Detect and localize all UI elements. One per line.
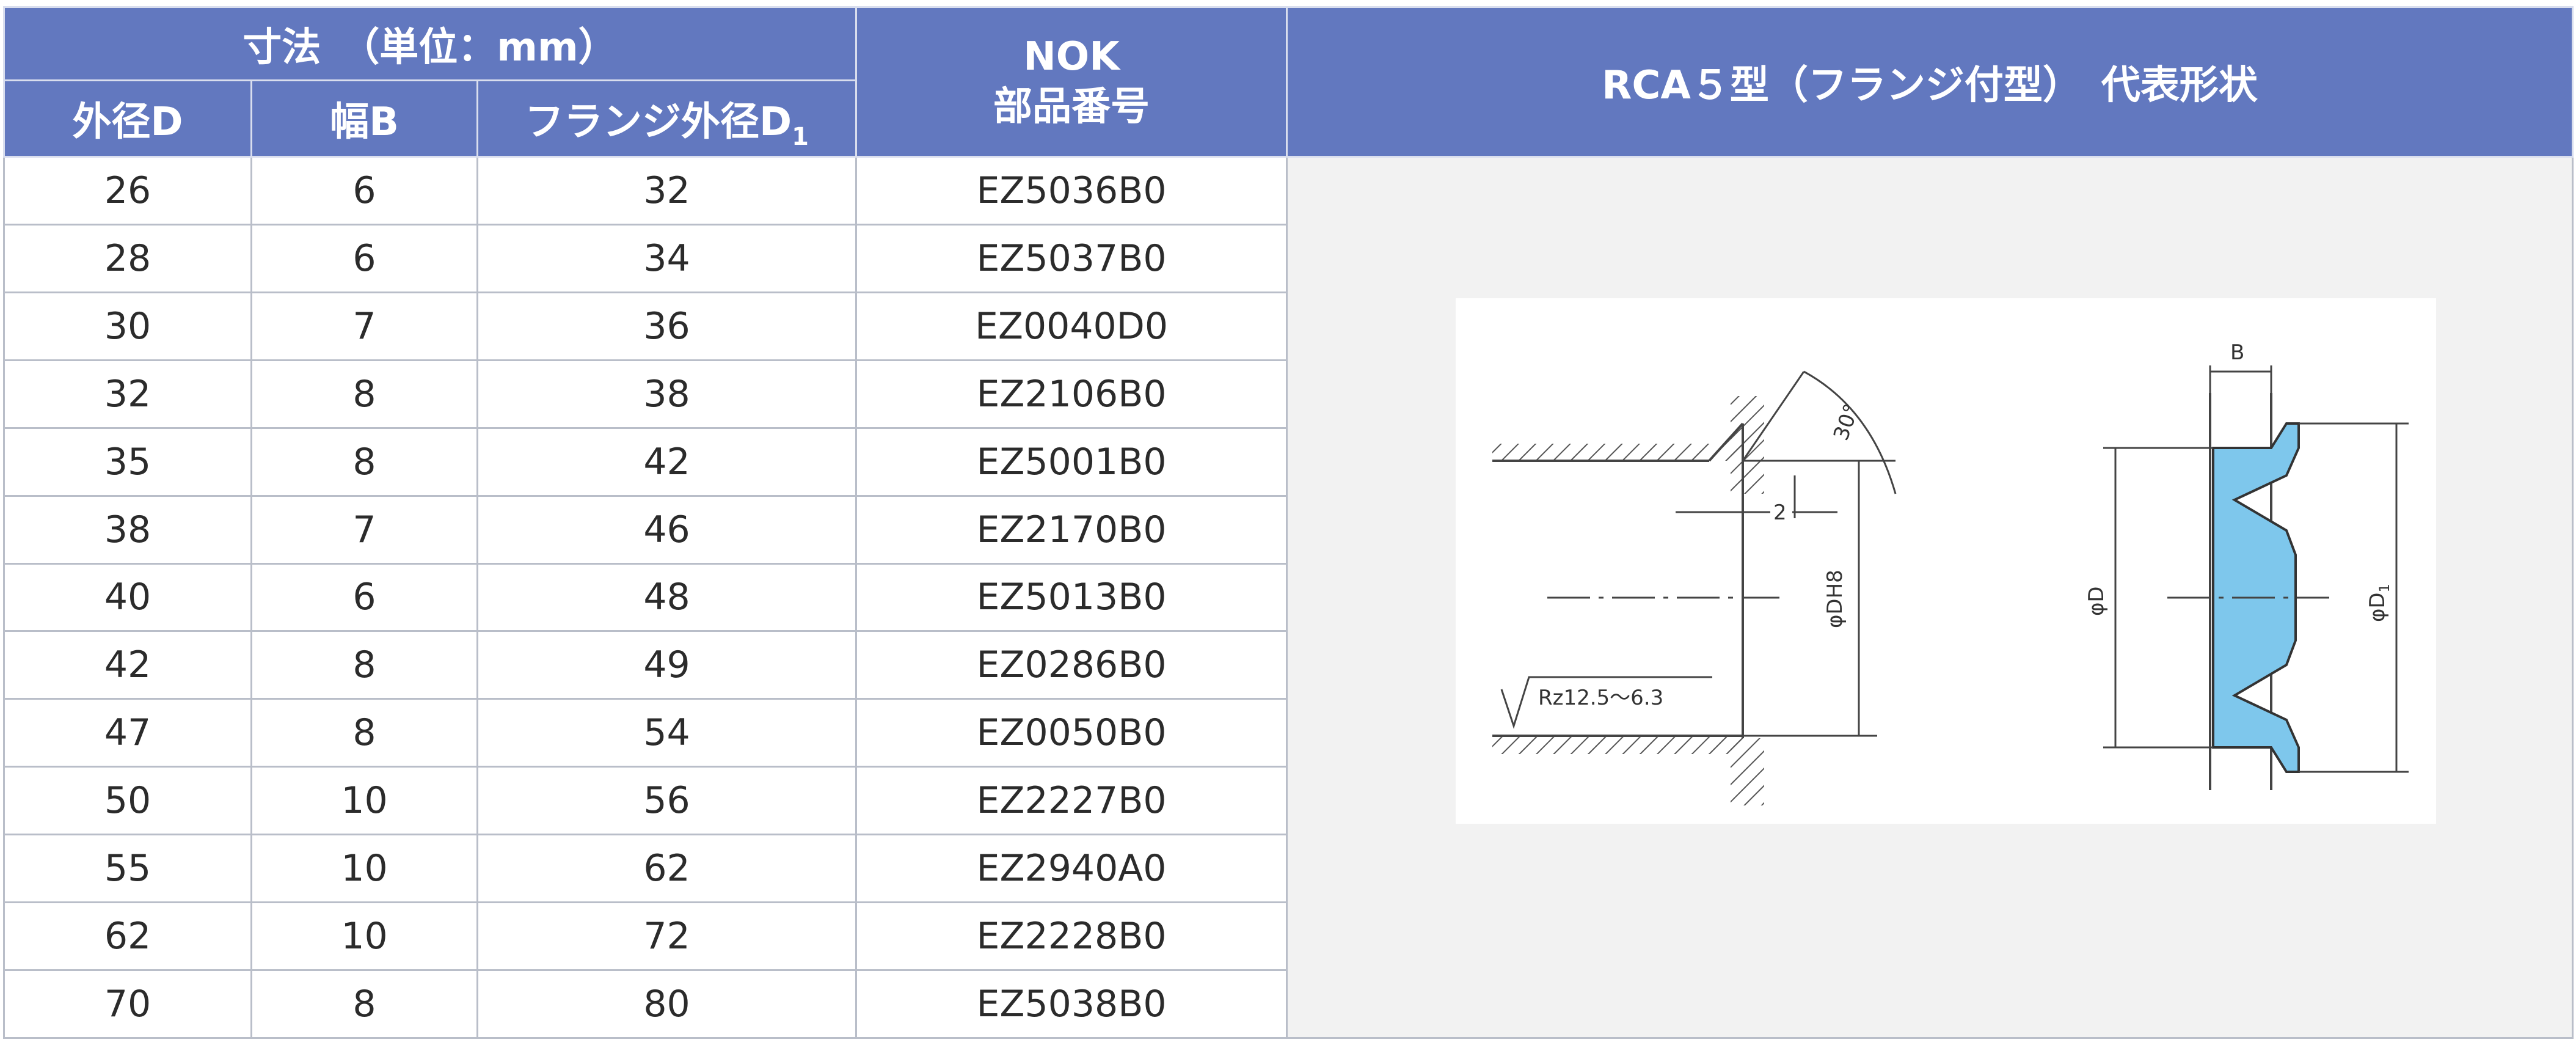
part-number-cell: EZ2940A0 bbox=[855, 834, 1288, 904]
outer-diameter-cell: 32 bbox=[3, 359, 252, 429]
flange-diameter-dim-label: φD1 bbox=[2365, 584, 2393, 622]
nok-part-number-header: NOK 部品番号 bbox=[855, 6, 1288, 158]
chamfer-label: 2 bbox=[1773, 501, 1787, 525]
flange-diameter-cell: 46 bbox=[476, 494, 858, 565]
width-cell: 8 bbox=[250, 359, 478, 429]
part-number-cell: EZ5036B0 bbox=[855, 156, 1288, 226]
flange-diameter-cell: 80 bbox=[476, 969, 858, 1039]
flange-subscript: 1 bbox=[792, 123, 809, 151]
width-label: B bbox=[2230, 340, 2244, 365]
part-number-cell: EZ5001B0 bbox=[855, 427, 1288, 497]
width-cell: 8 bbox=[250, 698, 478, 768]
outer-diameter-cell: 42 bbox=[3, 630, 252, 700]
roughness-label: Rz12.5～6.3 bbox=[1538, 686, 1663, 710]
width-header: 幅B bbox=[250, 79, 478, 158]
outer-diameter-cell: 28 bbox=[3, 223, 252, 293]
outer-diameter-cell: 70 bbox=[3, 969, 252, 1039]
width-cell: 10 bbox=[250, 901, 478, 972]
width-cell: 8 bbox=[250, 969, 478, 1039]
outer-diameter-cell: 62 bbox=[3, 901, 252, 972]
flange-diameter-label: フランジ外径D bbox=[525, 100, 792, 145]
part-number-cell: EZ5037B0 bbox=[855, 223, 1288, 293]
width-cell: 10 bbox=[250, 766, 478, 836]
part-number-cell: EZ5038B0 bbox=[855, 969, 1288, 1039]
flange-dim-text: φD bbox=[2365, 592, 2390, 622]
flange-dim-sub: 1 bbox=[2377, 584, 2393, 592]
width-cell: 8 bbox=[250, 630, 478, 700]
part-number-cell: EZ2170B0 bbox=[855, 494, 1288, 565]
outer-diameter-cell: 55 bbox=[3, 834, 252, 904]
flange-diameter-cell: 54 bbox=[476, 698, 858, 768]
outer-diameter-cell: 35 bbox=[3, 427, 252, 497]
representative-shape-drawing: 30° 2 φDH8 Rz12.5～6.3 B bbox=[1456, 298, 2437, 824]
angle-label: 30° bbox=[1829, 401, 1864, 444]
shape-title-header: RCA５型（フランジ付型） 代表形状 bbox=[1286, 6, 2574, 158]
flange-diameter-cell: 36 bbox=[476, 291, 858, 361]
housing-wall-bottom-hatch bbox=[1731, 738, 1765, 805]
part-number-cell: EZ2106B0 bbox=[855, 359, 1288, 429]
dimensions-group-header: 寸法 （単位：mm） bbox=[2, 6, 858, 81]
housing-bore-drawing: 30° 2 φDH8 Rz12.5～6.3 bbox=[1492, 370, 1897, 805]
housing-top-hatch bbox=[1492, 444, 1725, 460]
outer-diameter-label: φD bbox=[2084, 586, 2109, 616]
outer-diameter-header: 外径D bbox=[3, 79, 252, 158]
seal-drawing-svg: 30° 2 φDH8 Rz12.5～6.3 B bbox=[1492, 340, 2409, 805]
flange-diameter-cell: 56 bbox=[476, 766, 858, 836]
width-cell: 6 bbox=[250, 562, 478, 632]
part-number-cell: EZ2228B0 bbox=[855, 901, 1288, 972]
part-number-cell: EZ5013B0 bbox=[855, 562, 1288, 632]
flange-diameter-cell: 32 bbox=[476, 156, 858, 226]
flange-diameter-cell: 62 bbox=[476, 834, 858, 904]
outer-diameter-cell: 40 bbox=[3, 562, 252, 632]
seal-size-table: 寸法 （単位：mm） NOK 部品番号 RCA５型（フランジ付型） 代表形状 外… bbox=[2, 6, 2574, 1039]
part-number-label: 部品番号 bbox=[993, 84, 1150, 130]
flange-diameter-cell: 72 bbox=[476, 901, 858, 972]
part-number-cell: EZ0050B0 bbox=[855, 698, 1288, 768]
outer-diameter-cell: 30 bbox=[3, 291, 252, 361]
outer-diameter-cell: 26 bbox=[3, 156, 252, 226]
flange-diameter-cell: 49 bbox=[476, 630, 858, 700]
outer-diameter-cell: 47 bbox=[3, 698, 252, 768]
flange-diameter-cell: 34 bbox=[476, 223, 858, 293]
width-cell: 6 bbox=[250, 223, 478, 293]
seal-cross-section-drawing: B φD φD1 bbox=[2084, 340, 2409, 790]
width-cell: 7 bbox=[250, 291, 478, 361]
outer-diameter-cell: 38 bbox=[3, 494, 252, 565]
flange-diameter-cell: 48 bbox=[476, 562, 858, 632]
part-number-cell: EZ0040D0 bbox=[855, 291, 1288, 361]
flange-diameter-cell: 38 bbox=[476, 359, 858, 429]
width-cell: 10 bbox=[250, 834, 478, 904]
nok-label: NOK bbox=[1023, 34, 1120, 79]
part-number-cell: EZ2227B0 bbox=[855, 766, 1288, 836]
bore-label: φDH8 bbox=[1823, 570, 1847, 628]
flange-diameter-header: フランジ外径D1 bbox=[476, 79, 858, 158]
outer-diameter-cell: 50 bbox=[3, 766, 252, 836]
width-cell: 8 bbox=[250, 427, 478, 497]
shape-illustration-cell: 30° 2 φDH8 Rz12.5～6.3 B bbox=[1286, 156, 2574, 1039]
width-cell: 6 bbox=[250, 156, 478, 226]
flange-diameter-cell: 42 bbox=[476, 427, 858, 497]
part-number-cell: EZ0286B0 bbox=[855, 630, 1288, 700]
roughness-symbol bbox=[1500, 676, 1713, 729]
width-cell: 7 bbox=[250, 494, 478, 565]
housing-bottom-hatch bbox=[1492, 737, 1743, 754]
